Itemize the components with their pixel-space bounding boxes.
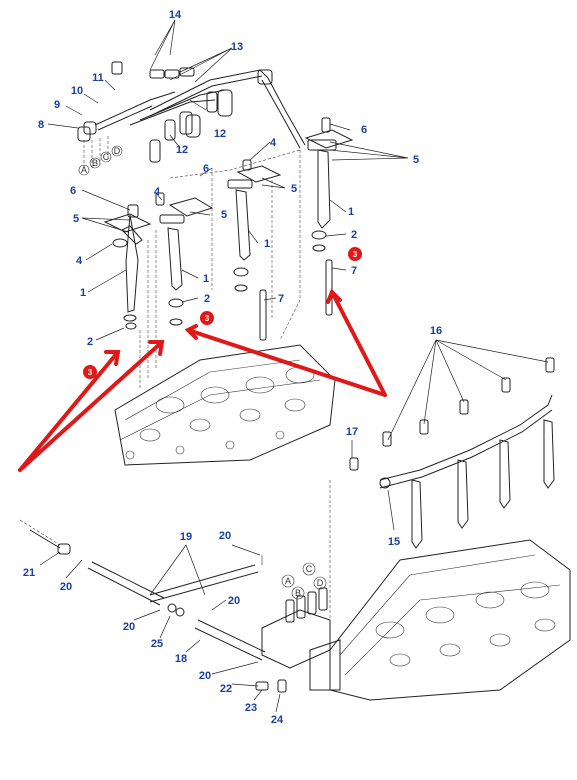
letter-c: C [103, 152, 110, 162]
letter-b: B [92, 158, 98, 168]
label-6a: 6 [361, 124, 367, 136]
label-19: 19 [180, 531, 192, 543]
fuel-injection-lines [77, 61, 306, 170]
label-1c: 1 [203, 273, 209, 285]
cylinder-head-upper [114, 344, 336, 466]
fuel-return-line [349, 357, 555, 549]
label-5d: 5 [73, 213, 79, 225]
arrow-left-2 [18, 340, 164, 472]
label-7a: 7 [351, 265, 357, 277]
label-4b: 4 [154, 186, 161, 198]
label-6c: 6 [70, 185, 76, 197]
svg-text:3: 3 [353, 250, 358, 259]
label-23: 23 [245, 702, 257, 714]
label-5b: 5 [291, 183, 297, 195]
label-1a: 1 [348, 206, 354, 218]
label-9: 9 [54, 99, 60, 111]
callout-3-left: 3 [83, 365, 97, 379]
label-17: 17 [346, 426, 358, 438]
label-10: 10 [71, 85, 83, 97]
svg-text:3: 3 [205, 314, 210, 323]
label-22: 22 [220, 683, 232, 695]
letter-a: A [81, 165, 87, 175]
letter-d-lower: D [317, 578, 324, 588]
label-7b: 7 [278, 293, 284, 305]
label-21: 21 [23, 567, 35, 579]
label-11: 11 [92, 72, 104, 84]
letter-c-lower: C [306, 564, 313, 574]
letter-b-lower: B [295, 588, 301, 598]
cylinder-head-lower [309, 480, 571, 701]
label-20a: 20 [219, 530, 231, 542]
label-12a: 12 [214, 128, 226, 140]
arrow-left-1 [18, 350, 120, 472]
arrow-right-2 [330, 290, 387, 397]
callout-3-middle: 3 [200, 311, 214, 325]
label-5c: 5 [221, 209, 227, 221]
injectors-upper [103, 117, 354, 390]
label-6b: 6 [203, 163, 209, 175]
letter-d: D [114, 146, 121, 156]
label-20d: 20 [123, 621, 135, 633]
label-20c: 20 [228, 595, 240, 607]
label-4a: 4 [270, 137, 277, 149]
label-12b: 12 [176, 144, 188, 156]
callout-3-upper-right: 3 [348, 247, 362, 261]
label-1d: 1 [80, 287, 86, 299]
label-1b: 1 [264, 238, 270, 250]
label-20b: 20 [60, 581, 72, 593]
label-15: 15 [388, 536, 400, 548]
label-18: 18 [175, 653, 187, 665]
label-25: 25 [151, 638, 163, 650]
circled-letters-top: A B C D [78, 145, 123, 176]
leader-lines [39, 19, 549, 713]
pump-unit-lower: A B C D [261, 562, 331, 669]
label-5a: 5 [413, 154, 419, 166]
label-16: 16 [430, 325, 442, 337]
label-8: 8 [38, 119, 44, 131]
label-20e: 20 [199, 670, 211, 682]
arrow-right-1 [186, 328, 387, 397]
hoses-lower-left [19, 519, 287, 693]
label-2c: 2 [87, 336, 93, 348]
label-2a: 2 [351, 229, 357, 241]
label-14: 14 [169, 9, 182, 21]
label-24: 24 [271, 714, 284, 726]
svg-text:3: 3 [88, 368, 93, 377]
red-arrows [18, 288, 387, 472]
label-4c: 4 [76, 255, 83, 267]
letter-a-lower: A [285, 576, 291, 586]
label-13: 13 [231, 41, 243, 53]
part-labels: 14 13 11 10 9 8 12 12 6 5 4 6 5 4 5 6 5 … [23, 9, 442, 726]
label-2b: 2 [204, 293, 210, 305]
